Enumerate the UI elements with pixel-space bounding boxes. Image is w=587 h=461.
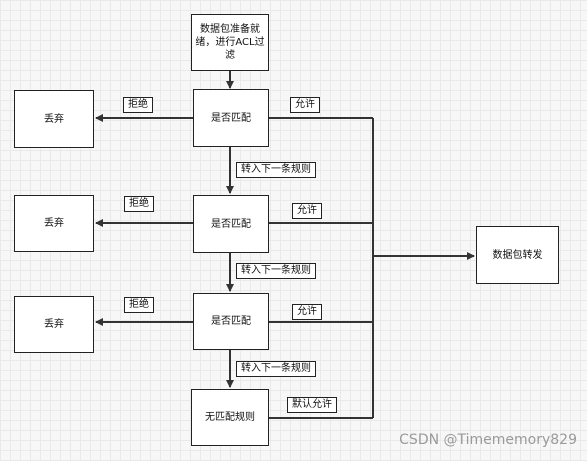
label-allow-2: 允许	[292, 203, 322, 219]
node-start: 数据包准备就绪，进行ACL过滤	[191, 14, 269, 71]
node-no-match: 无匹配规则	[191, 389, 269, 446]
watermark: CSDN @Timememory829	[399, 432, 577, 448]
label-next-rule-1: 转入下一条规则	[236, 162, 316, 178]
node-drop-2: 丢弃	[14, 195, 94, 252]
node-drop-1: 丢弃	[14, 90, 94, 148]
label-allow-3: 允许	[292, 304, 322, 320]
label-next-rule-2: 转入下一条规则	[236, 263, 316, 279]
label-default-allow: 默认允许	[287, 397, 337, 413]
node-forward: 数据包转发	[476, 226, 559, 284]
label-reject-1: 拒绝	[123, 97, 153, 113]
node-drop-3: 丢弃	[14, 296, 94, 353]
label-reject-2: 拒绝	[124, 196, 154, 212]
node-match-1: 是否匹配	[193, 89, 269, 147]
label-allow-1: 允许	[290, 97, 320, 113]
node-match-3: 是否匹配	[193, 293, 269, 350]
node-match-2: 是否匹配	[193, 195, 269, 253]
label-reject-3: 拒绝	[124, 297, 154, 313]
label-next-rule-3: 转入下一条规则	[236, 361, 316, 377]
